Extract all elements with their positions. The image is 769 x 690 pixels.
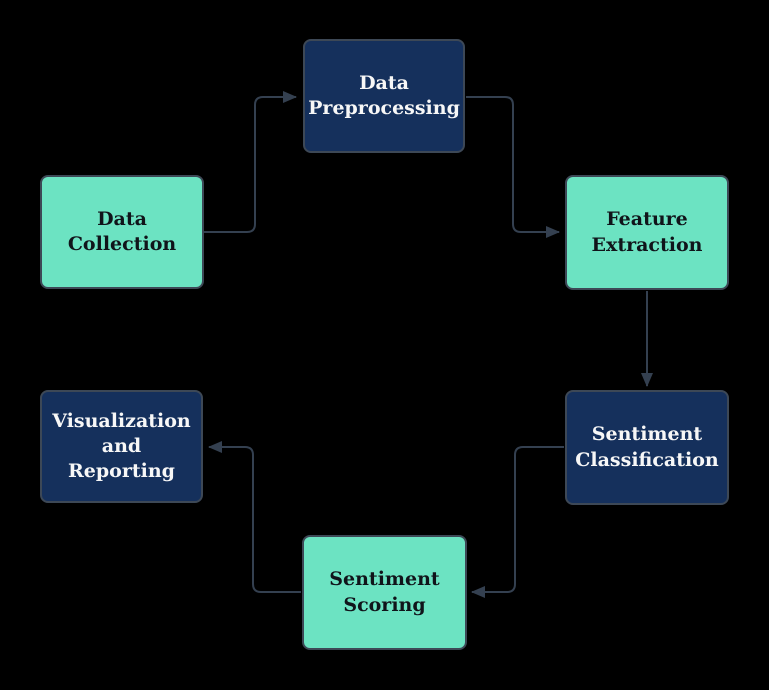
edge-data-collection-to-data-preprocessing [204, 91, 297, 233]
edge-sentiment-scoring-to-visualization-reporting [208, 441, 301, 593]
node-label: Data Collection [67, 207, 177, 255]
node-visualization-reporting: Visualization and Reporting [40, 390, 203, 503]
node-data-preprocessing: Data Preprocessing [303, 39, 465, 153]
node-feature-extraction: Feature Extraction [565, 175, 729, 290]
node-label: Visualization and Reporting [52, 409, 191, 483]
node-data-collection: Data Collection [40, 175, 204, 289]
node-sentiment-classification: Sentiment Classification [565, 390, 729, 505]
edge-data-preprocessing-to-feature-extraction [466, 96, 560, 238]
node-label: Feature Extraction [591, 208, 703, 256]
node-label: Sentiment Classification [575, 423, 719, 471]
node-label: Sentiment Scoring [329, 568, 440, 616]
edge-sentiment-classification-to-sentiment-scoring [471, 446, 564, 598]
node-label: Data Preprocessing [308, 71, 460, 119]
node-sentiment-scoring: Sentiment Scoring [302, 535, 467, 650]
